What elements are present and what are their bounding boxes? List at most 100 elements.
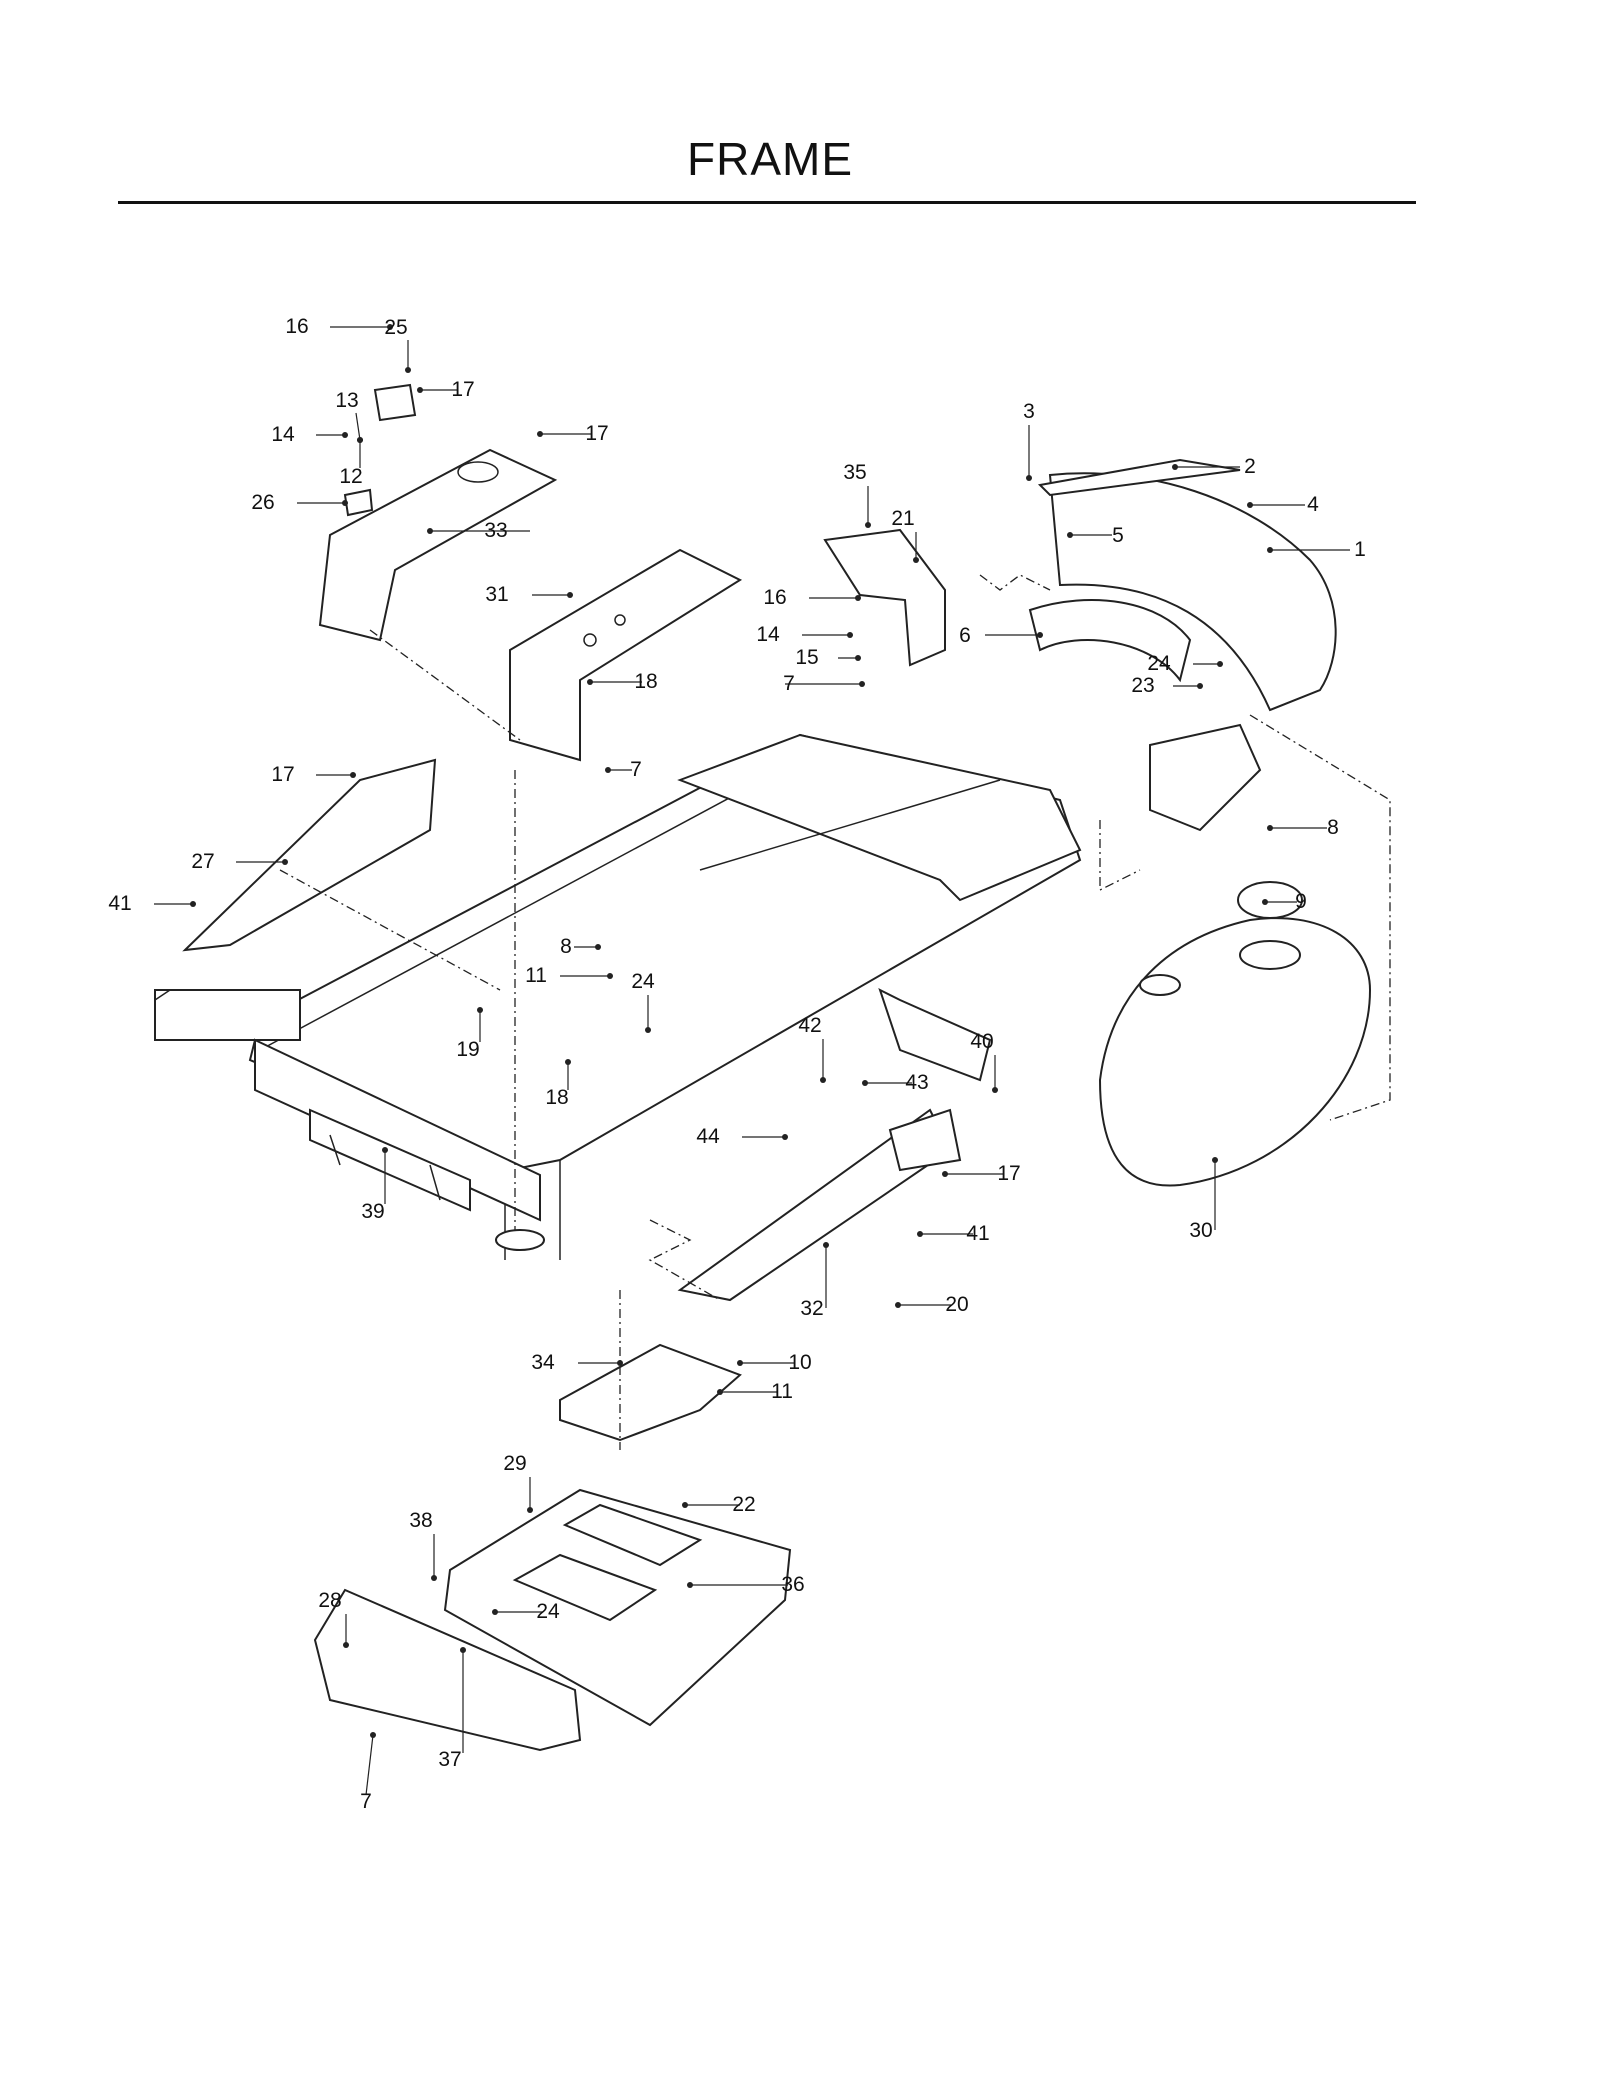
callout-leader-end xyxy=(847,632,853,638)
callout-number-11: 11 xyxy=(525,964,547,987)
callout-leader-end xyxy=(717,1389,723,1395)
callout-number-22: 22 xyxy=(732,1493,755,1516)
callout-number-17: 17 xyxy=(271,763,294,786)
callout-leader-end xyxy=(942,1171,948,1177)
callout-leader-end xyxy=(350,772,356,778)
callout-leader-end xyxy=(565,1059,571,1065)
callout-leader-end xyxy=(855,655,861,661)
callout-number-36: 36 xyxy=(781,1573,804,1596)
callout-leader-end xyxy=(427,528,433,534)
callout-leader-end xyxy=(190,901,196,907)
floor-pan xyxy=(443,1488,792,1727)
upper-brackets xyxy=(343,383,417,517)
callout-number-12: 12 xyxy=(339,465,362,488)
callout-leader-end xyxy=(1247,502,1253,508)
front-shield xyxy=(313,1588,582,1752)
callout-number-4: 4 xyxy=(1307,493,1319,516)
callout-leader-end xyxy=(1267,825,1273,831)
callout-number-18: 18 xyxy=(634,670,657,693)
callout-number-17: 17 xyxy=(451,378,474,401)
callout-leader-end xyxy=(460,1647,466,1653)
callout-leader-end xyxy=(537,431,543,437)
callout-number-24: 24 xyxy=(536,1600,560,1623)
callout-leader-end xyxy=(1026,475,1032,481)
callout-leader-end xyxy=(607,973,613,979)
callout-leader-end xyxy=(855,595,861,601)
callout-leader-end xyxy=(567,592,573,598)
callout-leader-end xyxy=(865,522,871,528)
callout-leader-end xyxy=(370,1732,376,1738)
callout-leader-end xyxy=(1267,547,1273,553)
callout-leader-end xyxy=(737,1360,743,1366)
callout-leader-end xyxy=(527,1507,533,1513)
callout-leader-end xyxy=(823,1242,829,1248)
callout-leader-end xyxy=(492,1609,498,1615)
callout-number-8: 8 xyxy=(560,935,572,958)
callout-number-5: 5 xyxy=(1112,524,1124,547)
callout-leader-end xyxy=(282,859,288,865)
callout-leader-end xyxy=(1037,632,1043,638)
callout-leader-end xyxy=(587,679,593,685)
callout-number-14: 14 xyxy=(756,623,780,646)
callout-number-7: 7 xyxy=(630,758,642,781)
callout-leader-end xyxy=(417,387,423,393)
callout-number-32: 32 xyxy=(800,1297,823,1320)
callout-leader-end xyxy=(820,1077,826,1083)
left-fender-rail xyxy=(182,758,437,952)
callout-number-37: 37 xyxy=(438,1748,461,1771)
callout-leader-end xyxy=(645,1027,651,1033)
callout-number-27: 27 xyxy=(191,850,214,873)
callout-leader-end xyxy=(605,767,611,773)
callout-number-44: 44 xyxy=(696,1125,720,1148)
callout-leader-end xyxy=(782,1134,788,1140)
callout-leader-end xyxy=(387,324,393,330)
callout-number-43: 43 xyxy=(905,1071,928,1094)
callout-number-11: 11 xyxy=(771,1380,793,1403)
callout-number-17: 17 xyxy=(997,1162,1020,1185)
callout-number-10: 10 xyxy=(788,1351,811,1374)
callout-leader-end xyxy=(1197,683,1203,689)
callout-number-6: 6 xyxy=(959,624,971,647)
callout-number-23: 23 xyxy=(1131,674,1154,697)
callout-number-41: 41 xyxy=(966,1222,989,1245)
callout-number-2: 2 xyxy=(1244,455,1256,478)
callout-number-1: 1 xyxy=(1354,538,1366,561)
callout-number-8: 8 xyxy=(1327,816,1339,839)
callout-leader-end xyxy=(1067,532,1073,538)
callout-number-16: 16 xyxy=(763,586,786,609)
parts-artwork xyxy=(154,383,1391,1752)
callout-number-3: 3 xyxy=(1023,400,1035,423)
callout-number-28: 28 xyxy=(318,1589,341,1612)
right-fender-rail xyxy=(677,1108,962,1302)
callout-leader-end xyxy=(917,1231,923,1237)
callout-number-13: 13 xyxy=(335,389,358,412)
callout-leader-end xyxy=(431,1575,437,1581)
callout-number-33: 33 xyxy=(484,519,507,542)
callout-leader-end xyxy=(382,1147,388,1153)
lower-frame-bracket xyxy=(309,1108,471,1212)
tank-bracket xyxy=(1149,723,1262,832)
callout-leader-end xyxy=(1172,464,1178,470)
lower-plate xyxy=(559,1343,742,1442)
callout-leader-end xyxy=(687,1582,693,1588)
callout-leader-end xyxy=(682,1502,688,1508)
callout-number-41: 41 xyxy=(108,892,131,915)
callout-number-20: 20 xyxy=(945,1293,968,1316)
callout-leader-end xyxy=(859,681,865,687)
callout-number-18: 18 xyxy=(545,1086,568,1109)
callout-number-30: 30 xyxy=(1189,1219,1212,1242)
console-plate xyxy=(318,448,558,642)
callout-leader-end xyxy=(357,437,363,443)
callout-number-39: 39 xyxy=(361,1200,384,1223)
callout-leader-end xyxy=(992,1087,998,1093)
callout-number-26: 26 xyxy=(251,491,274,514)
assembly-lines xyxy=(279,574,1391,1450)
callout-leader-end xyxy=(895,1302,901,1308)
callout-number-17: 17 xyxy=(585,422,608,445)
callout-number-38: 38 xyxy=(409,1509,432,1532)
callout-number-24: 24 xyxy=(631,970,655,993)
callout-leader-end xyxy=(405,367,411,373)
title-rule xyxy=(118,201,1416,204)
